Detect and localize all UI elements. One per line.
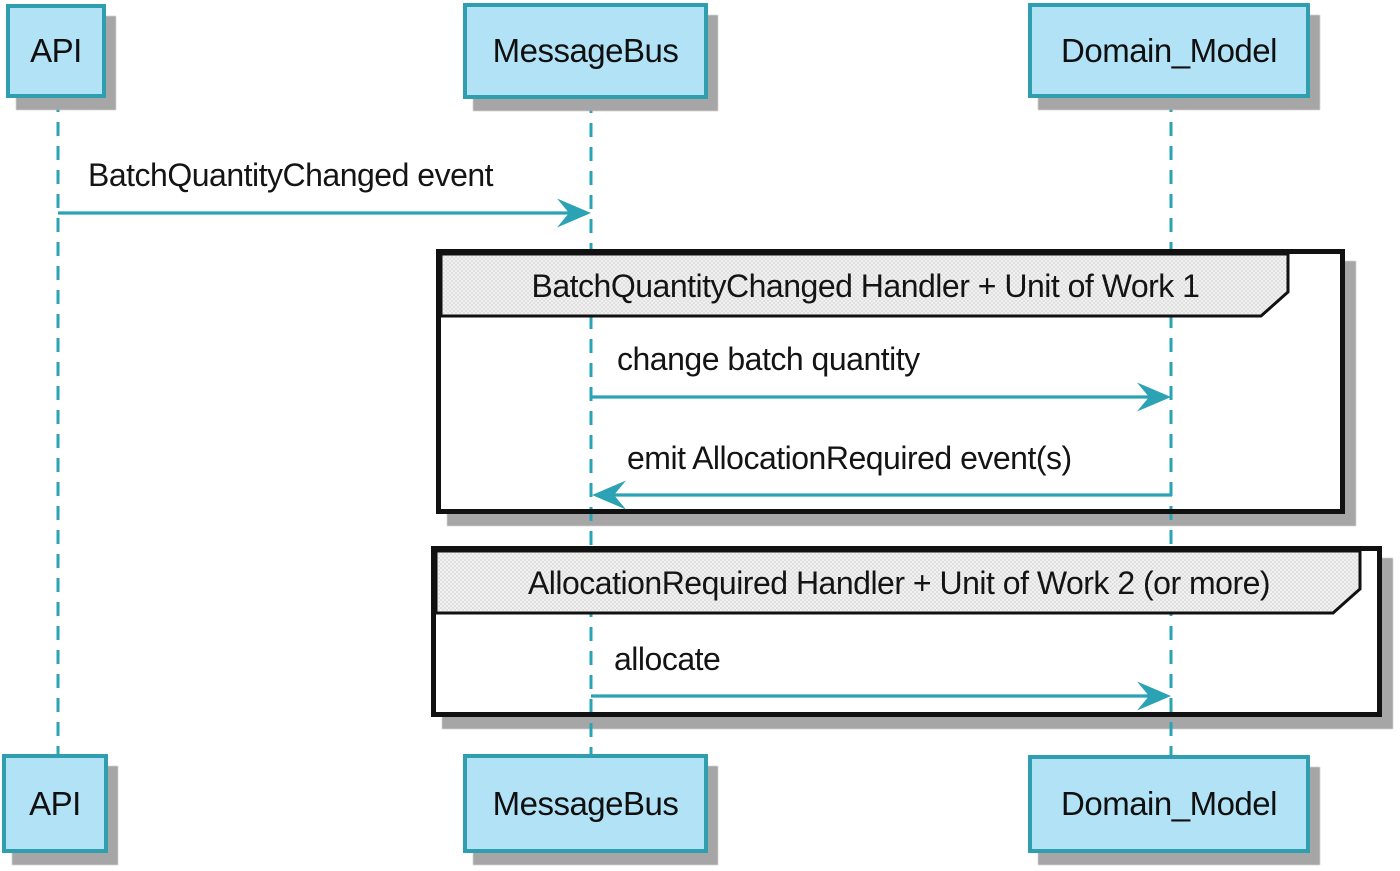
frame-title-2: AllocationRequired Handler + Unit of Wor… xyxy=(527,565,1271,601)
message-arrow-api-to-messagebus xyxy=(58,198,591,228)
message-arrow-messagebus-to-domain-model-1 xyxy=(591,382,1171,412)
participant-messagebus-bottom: MessageBus xyxy=(463,754,708,853)
participant-domain-model-bottom-label: Domain_Model xyxy=(1061,785,1277,822)
participant-domain-model-bottom: Domain_Model xyxy=(1028,755,1310,853)
message-label-allocate: allocate xyxy=(614,641,721,677)
frame-header-pentagon-1 xyxy=(441,254,1290,318)
participant-messagebus-top: MessageBus xyxy=(463,3,708,99)
frame-title-1: BatchQuantityChanged Handler + Unit of W… xyxy=(531,268,1200,304)
participant-domain-model-top: Domain_Model xyxy=(1028,3,1310,98)
message-label-change-batch-quantity: change batch quantity xyxy=(617,341,920,377)
frame-header-pentagon-2 xyxy=(436,551,1362,615)
participant-api-bottom-label: API xyxy=(29,784,81,822)
participant-api-top-label: API xyxy=(30,32,82,69)
participant-messagebus-bottom-label: MessageBus xyxy=(492,784,679,822)
participant-api-top: API xyxy=(6,4,106,98)
participant-domain-model-top-label: Domain_Model xyxy=(1061,31,1277,69)
participant-messagebus-top-label: MessageBus xyxy=(492,32,679,69)
message-label-emit-allocation-required: emit AllocationRequired event(s) xyxy=(627,440,1072,476)
message-label-batch-quantity-changed-event: BatchQuantityChanged event xyxy=(88,157,494,193)
message-arrow-messagebus-to-domain-model-2 xyxy=(591,681,1171,711)
participant-api-bottom: API xyxy=(2,754,108,853)
message-arrow-domain-model-to-messagebus xyxy=(592,480,1172,510)
